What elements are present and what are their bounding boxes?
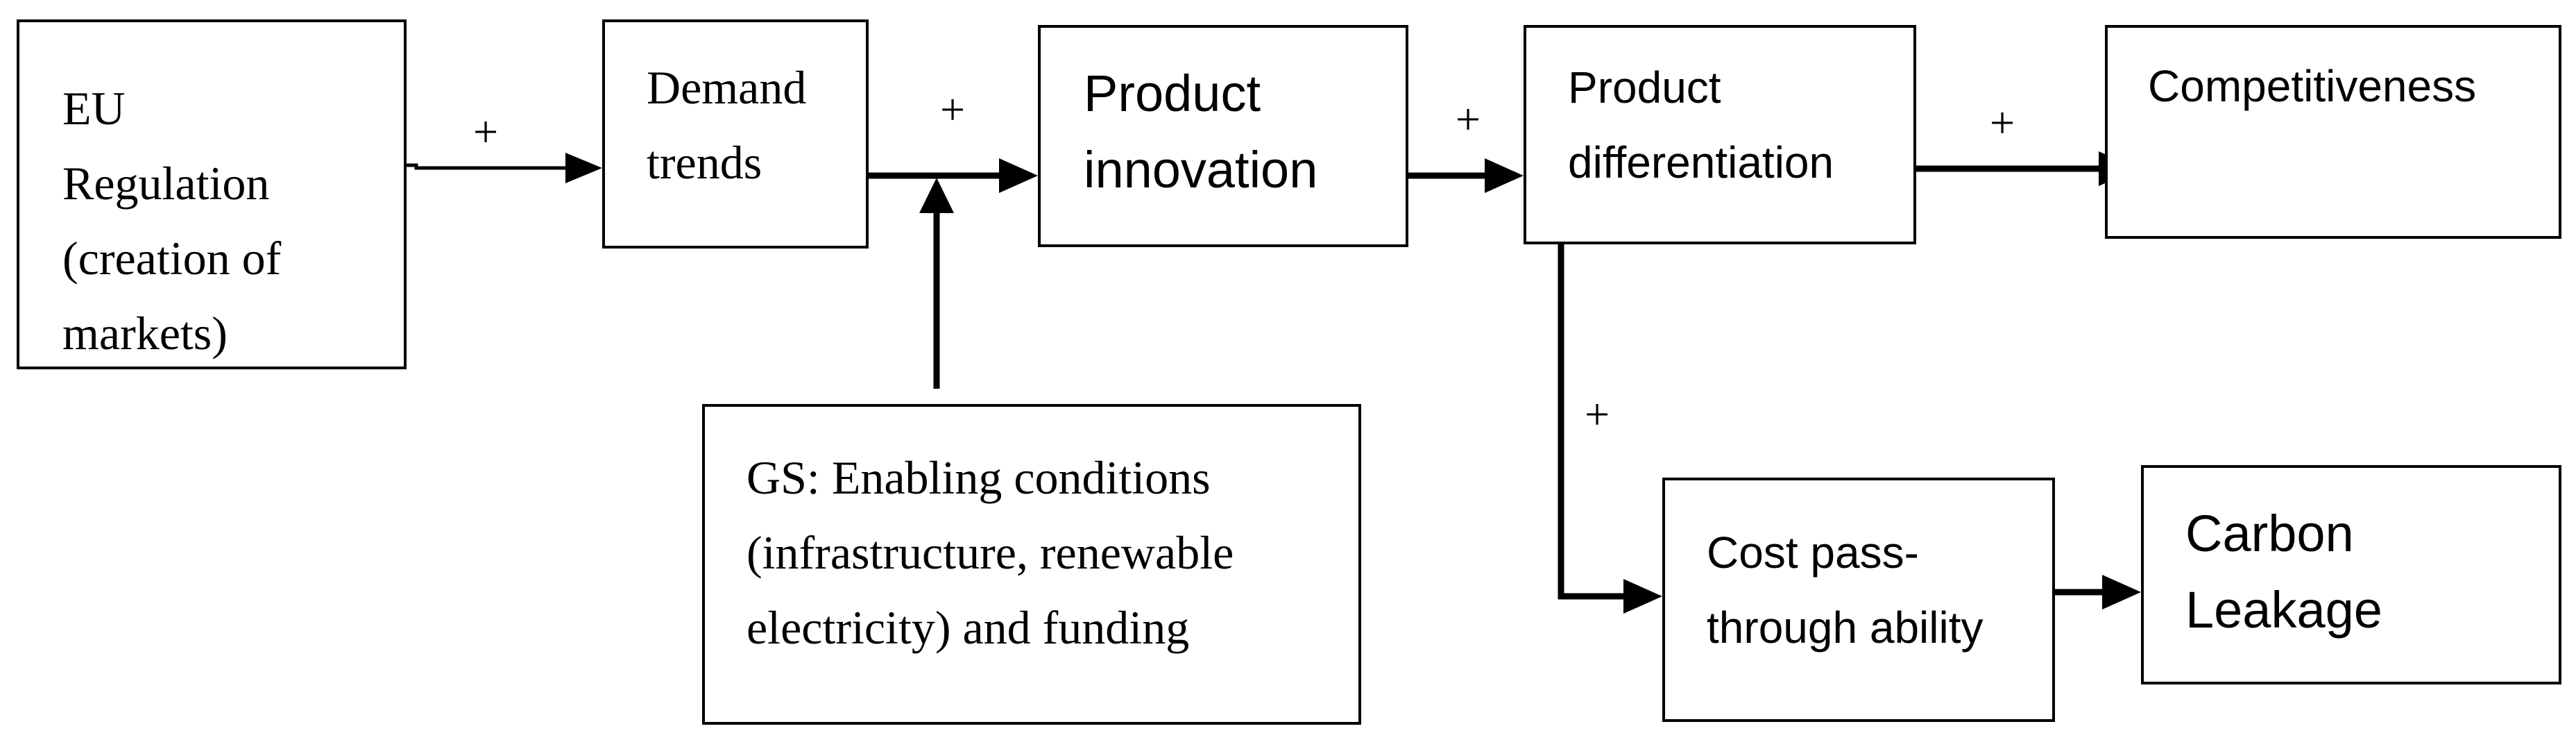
node-competitiveness: Competitiveness	[2105, 25, 2561, 239]
node-product-innovation: Product innovation	[1038, 25, 1408, 247]
node-carbon-leakage: Carbon Leakage	[2141, 465, 2561, 684]
sign-eu-demand: +	[473, 107, 499, 156]
arrowhead-differentiation-to-cost	[1623, 579, 1662, 614]
node-gs-enabling-conditions: GS: Enabling conditions (infrastructure,…	[702, 404, 1361, 725]
node-eu-regulation-label: EU Regulation (creation of markets)	[62, 82, 282, 360]
node-cost-pass-through-label: Cost pass- through ability	[1707, 528, 1984, 653]
sign-innovation-differentiation: +	[1456, 94, 1481, 144]
node-carbon-leakage-label: Carbon Leakage	[2185, 505, 2382, 639]
sign-differentiation-cost: +	[1585, 389, 1610, 439]
arrowhead-eu-to-demand	[565, 153, 602, 183]
node-product-differentiation-label: Product differentiation	[1568, 62, 1834, 187]
node-product-differentiation: Product differentiation	[1524, 25, 1916, 244]
arrowhead-demand-to-innovation	[999, 158, 1038, 193]
node-competitiveness-label: Competitiveness	[2148, 61, 2477, 111]
node-eu-regulation: EU Regulation (creation of markets)	[17, 19, 407, 369]
node-demand-trends: Demand trends	[602, 19, 869, 249]
arrowhead-gs-to-link	[919, 178, 954, 213]
node-cost-pass-through: Cost pass- through ability	[1662, 478, 2055, 722]
arrowhead-innovation-to-differentiation	[1485, 158, 1524, 193]
node-gs-enabling-conditions-label: GS: Enabling conditions (infrastructure,…	[747, 451, 1234, 654]
edge-differentiation-to-cost	[1558, 243, 1630, 600]
sign-differentiation-competitiveness: +	[1990, 98, 2015, 147]
sign-demand-innovation: +	[940, 85, 966, 134]
node-product-innovation-label: Product innovation	[1084, 65, 1318, 199]
edge-eu-to-demand	[407, 163, 569, 170]
node-demand-trends-label: Demand trends	[647, 61, 807, 189]
arrowhead-cost-to-leakage	[2102, 575, 2141, 609]
